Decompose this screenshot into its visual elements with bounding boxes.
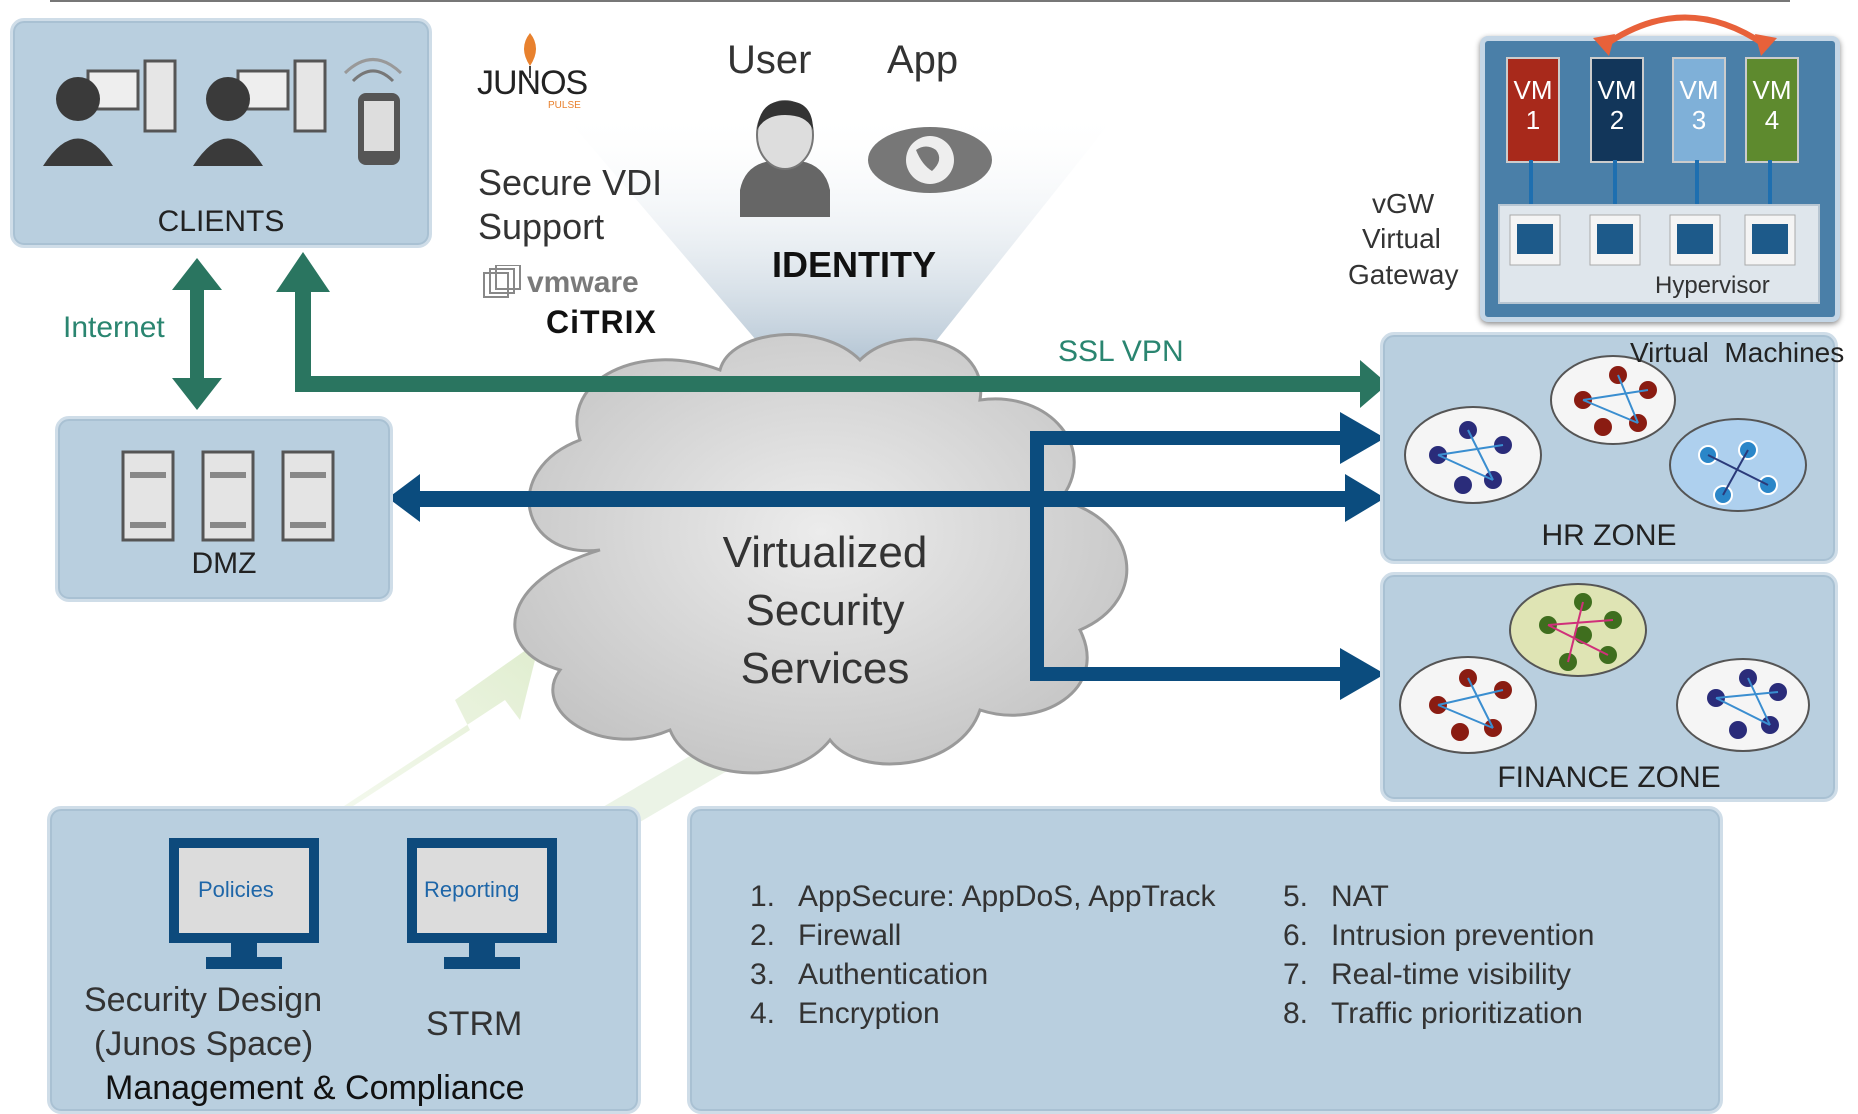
virtual-machines-label: Virtual Machines	[1630, 337, 1845, 368]
client-workstations	[43, 58, 403, 166]
features-box	[687, 806, 1723, 1114]
vm-cluster-icon	[1676, 658, 1810, 752]
vm-1: VM 1	[1506, 57, 1560, 163]
client-workstation-icon	[43, 59, 177, 166]
vm-3: VM 3	[1672, 57, 1726, 163]
vgw-line1: vGW	[1372, 188, 1435, 219]
vgw-line3: Gateway	[1348, 259, 1459, 290]
clients-label: CLIENTS	[157, 205, 285, 238]
junos-pulse-text: PULSE	[548, 100, 581, 111]
hr-zone-label: HR ZONE	[1541, 519, 1677, 552]
vm-2-name: VM	[1597, 75, 1637, 105]
vm-3-body: VM 3	[1674, 59, 1724, 161]
security-cloud	[513, 333, 1129, 775]
vm-2-num: 2	[1609, 105, 1625, 135]
features-list-right: 5.NAT 6.Intrusion prevention 7.Real-time…	[1283, 877, 1595, 1033]
dmz-servers	[121, 450, 335, 542]
management-arrow-up	[270, 640, 540, 860]
server-icon	[201, 450, 255, 542]
vm-1-num: 1	[1525, 105, 1541, 135]
vm-cluster-icon	[1509, 583, 1647, 677]
identity-label: IDENTITY	[772, 244, 937, 285]
firewall-icon	[1744, 214, 1796, 266]
finance-zone-box: FINANCE ZONE	[1380, 572, 1838, 802]
security-design-line2: (Junos Space)	[94, 1025, 314, 1063]
cloud-line3: Services	[740, 644, 910, 693]
vgw-line2: Virtual	[1362, 223, 1441, 254]
vm-2-body: VM 2	[1592, 59, 1642, 161]
policies-screen-label: Policies	[198, 877, 274, 902]
reporting-monitor-icon	[407, 838, 557, 969]
dmz-box: DMZ	[55, 416, 393, 602]
citrix-logo-text: CiTRIX	[546, 304, 657, 340]
management-box: Policies Reporting Security Design (Juno…	[47, 806, 641, 1114]
user-icon	[740, 100, 830, 217]
finance-zone-label: FINANCE ZONE	[1497, 761, 1721, 794]
feature-item: 8.Traffic prioritization	[1283, 997, 1583, 1030]
feature-item: 3.Authentication	[750, 958, 989, 991]
vgw-firewall-icons	[1509, 214, 1796, 266]
dmz-label: DMZ	[191, 547, 257, 580]
policies-monitor-icon	[169, 838, 319, 969]
hypervisor-label: Hypervisor	[1655, 272, 1770, 299]
vm-cluster-icon	[1669, 418, 1807, 512]
reporting-screen-label: Reporting	[424, 877, 520, 902]
internet-arrow	[172, 258, 222, 410]
vdi-line2: Support	[478, 206, 605, 247]
vm-4: VM 4	[1745, 57, 1799, 163]
junos-pulse-logo	[524, 33, 536, 78]
junos-logo-text: JUNOS	[477, 64, 588, 102]
vmware-icon	[483, 265, 521, 298]
ssl-vpn-arrow	[276, 252, 1388, 408]
dmz-arrow	[388, 474, 1385, 522]
feature-item: 2.Firewall	[750, 919, 902, 952]
client-workstation-icon	[193, 59, 327, 166]
vm-cluster-icon	[1399, 656, 1537, 754]
internet-label: Internet	[63, 311, 165, 344]
mobile-device-icon	[343, 58, 403, 165]
feature-item: 1.AppSecure: AppDoS, AppTrack	[750, 880, 1216, 913]
firewall-icon	[1669, 214, 1721, 266]
zone-connector	[1030, 412, 1385, 700]
vmware-logo-text: vmware	[527, 266, 639, 299]
clients-box: CLIENTS	[10, 18, 432, 248]
features-list-left: 1.AppSecure: AppDoS, AppTrack 2.Firewall…	[750, 877, 1215, 1033]
feature-item: 5.NAT	[1283, 880, 1389, 913]
cloud-line2: Security	[745, 586, 905, 635]
feature-item: 4.Encryption	[750, 997, 940, 1030]
ssl-vpn-label: SSL VPN	[1058, 335, 1184, 368]
vm-cluster-icon	[1404, 406, 1542, 504]
vm-3-num: 3	[1691, 105, 1707, 135]
vm-1-name: VM	[1513, 75, 1553, 105]
identity-user-label: User	[727, 38, 812, 82]
vm-3-name: VM	[1679, 75, 1719, 105]
vm-links	[1529, 160, 1772, 210]
hr-zone-box: HR ZONE	[1380, 332, 1838, 564]
vdi-line1: Secure VDI	[478, 162, 663, 203]
hr-zone-clouds	[1404, 355, 1807, 512]
security-design-line1: Security Design	[84, 981, 323, 1019]
app-globe-icon	[868, 127, 992, 193]
vm-4-body: VM 4	[1747, 59, 1797, 161]
vm-cluster-icon	[1550, 355, 1676, 445]
feature-item: 6.Intrusion prevention	[1283, 919, 1595, 952]
vm-migration-arrow	[1593, 14, 1777, 56]
identity-app-label: App	[887, 38, 959, 82]
cloud-line1: Virtualized	[722, 528, 928, 577]
vm-4-num: 4	[1764, 105, 1780, 135]
firewall-icon	[1509, 214, 1561, 266]
server-icon	[121, 450, 175, 542]
vm-1-body: VM 1	[1508, 59, 1558, 161]
vm-2: VM 2	[1590, 57, 1644, 163]
finance-zone-clouds	[1399, 583, 1810, 754]
strm-label: STRM	[426, 1005, 523, 1043]
vm-4-name: VM	[1752, 75, 1792, 105]
feature-item: 7.Real-time visibility	[1283, 958, 1572, 991]
management-title: Management & Compliance	[105, 1069, 525, 1107]
firewall-icon	[1589, 214, 1641, 266]
top-rule	[50, 0, 1790, 2]
server-icon	[281, 450, 335, 542]
